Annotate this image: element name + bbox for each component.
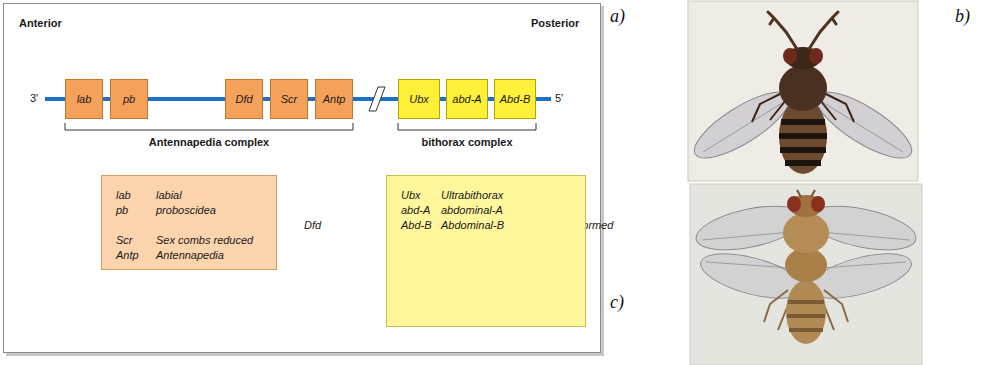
fly-photo xyxy=(809,48,823,64)
gene-box: pb xyxy=(110,79,148,119)
complex-label: bithorax complex xyxy=(421,136,512,149)
fly-photo xyxy=(786,280,826,344)
gene-name: Antennapedia xyxy=(156,248,262,263)
gene-name: proboscidea xyxy=(156,203,262,218)
gene-symbol: Ubx xyxy=(409,93,429,106)
gene-box: Antp xyxy=(315,79,353,119)
gene-symbol: Scr xyxy=(281,93,298,106)
gene-name: Abdominal-B xyxy=(441,218,571,233)
gene-symbol: pb xyxy=(123,93,135,106)
panel-letter: a) xyxy=(610,6,625,26)
fly-photo xyxy=(706,262,792,268)
gene-symbol: Antp xyxy=(323,93,346,106)
fly-photo xyxy=(702,232,792,240)
fly-photo xyxy=(783,48,797,64)
strand-end-label: 5' xyxy=(555,92,563,105)
fly-photo xyxy=(820,232,910,240)
gene-name: Sex combs reduced xyxy=(156,233,262,248)
gene-symbol: abd-A xyxy=(452,93,481,106)
fly-photo xyxy=(787,196,801,212)
fly-photo xyxy=(690,184,922,365)
gene-abbreviation: Abd-B xyxy=(401,218,437,233)
gene-abbreviation: Ubx xyxy=(401,188,437,203)
fly-photo xyxy=(785,248,827,282)
complex-label: Antennapedia complex xyxy=(149,136,269,149)
panel-frame: Anterior Posterior 3' 5' Antennapedia comple… xyxy=(3,3,601,353)
panel-letter: c) xyxy=(610,292,624,312)
panel-frame xyxy=(3,3,604,356)
fly-photo xyxy=(690,184,922,365)
fly-photo xyxy=(820,262,906,268)
fly-photo xyxy=(768,12,838,49)
gene-abbreviation: lab xyxy=(116,188,152,203)
gene-name: abdominal-A xyxy=(441,203,571,218)
fly-photo xyxy=(816,98,903,152)
panel-frame xyxy=(3,3,601,353)
gene-abbreviation: Scr xyxy=(116,233,152,248)
panel-letter: b) xyxy=(955,6,970,26)
gene-abbreviation: Antp xyxy=(116,248,152,263)
fly-photo xyxy=(686,1,920,181)
complex-bracket xyxy=(398,123,536,130)
gene-symbol: lab xyxy=(77,93,92,106)
abbreviation-key: lablabialpbproboscideaDfddeformedScrSex … xyxy=(101,175,277,270)
gene-box: Scr xyxy=(270,79,308,119)
direction-label: Posterior xyxy=(531,17,579,30)
break-mark xyxy=(369,87,385,111)
fly-photo xyxy=(703,98,790,152)
gene-box: lab xyxy=(65,79,103,119)
direction-label: Anterior xyxy=(19,17,62,30)
fly-photo xyxy=(783,213,829,253)
complex-bracket xyxy=(65,123,536,130)
strand-end-label: 3' xyxy=(30,92,38,105)
fly-photo xyxy=(811,196,825,212)
gene-box: Dfd xyxy=(225,79,263,119)
complex-bracket xyxy=(65,123,353,130)
gene-box: abd-A xyxy=(446,79,488,119)
gene-name: Ultrabithorax xyxy=(441,188,571,203)
fly-photo xyxy=(787,302,825,330)
gene-name: labial xyxy=(156,188,262,203)
fly-photo xyxy=(779,65,827,111)
break-mark xyxy=(369,87,385,111)
gene-box: Ubx xyxy=(398,79,440,119)
gene-symbol: Abd-B xyxy=(500,93,531,106)
fly-photo xyxy=(797,190,815,197)
gene-symbol: Dfd xyxy=(235,93,252,106)
abbreviation-key: Ubx Ultrabithorax abd-A abdominal-A Abd-B Abd… xyxy=(386,175,586,327)
gene-abbreviation: pb xyxy=(116,203,152,218)
gene-abbreviation: Dfd xyxy=(304,218,340,233)
fly-photo xyxy=(779,122,827,163)
gene-abbreviation: abd-A xyxy=(401,203,437,218)
gene-box: Abd-B xyxy=(494,79,536,119)
